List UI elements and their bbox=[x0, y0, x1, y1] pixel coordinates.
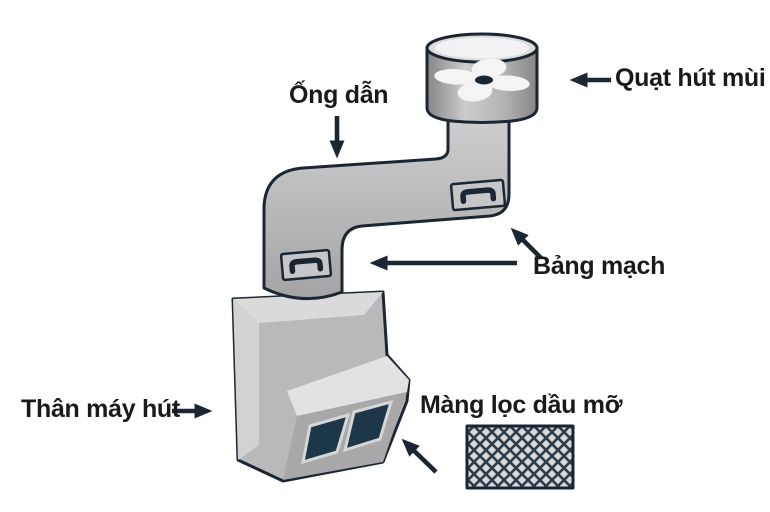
filter-panel-right bbox=[342, 399, 394, 453]
annotation-arrows bbox=[172, 72, 611, 474]
duct-outline bbox=[262, 98, 511, 301]
hood-body bbox=[231, 290, 411, 483]
fan-hub bbox=[475, 75, 493, 85]
label-circuit-board: Bảng mạch bbox=[533, 252, 666, 280]
duct-pipe bbox=[262, 98, 511, 301]
mesh-filter bbox=[465, 424, 575, 490]
hood-top-face bbox=[233, 292, 383, 323]
label-hood-body: Thân máy hút bbox=[21, 395, 180, 423]
label-duct: Ống dẫn bbox=[289, 81, 389, 109]
fan-unit bbox=[425, 32, 539, 124]
circuit-board-lower bbox=[279, 248, 333, 282]
arrow-to-circuit-upper bbox=[510, 227, 543, 260]
filter-panel-left bbox=[301, 412, 351, 465]
fan-housing-top-inner bbox=[435, 37, 529, 59]
hood-canopy-rim bbox=[287, 356, 409, 416]
circuit-board-upper bbox=[449, 178, 507, 212]
hood-left-face bbox=[233, 299, 259, 460]
label-exhaust-fan: Quạt hút mùi bbox=[615, 64, 766, 92]
label-grease-filter: Màng lọc dầu mỡ bbox=[420, 391, 623, 419]
arrow-to-mesh bbox=[401, 438, 438, 474]
fan-blades-icon bbox=[434, 58, 530, 102]
